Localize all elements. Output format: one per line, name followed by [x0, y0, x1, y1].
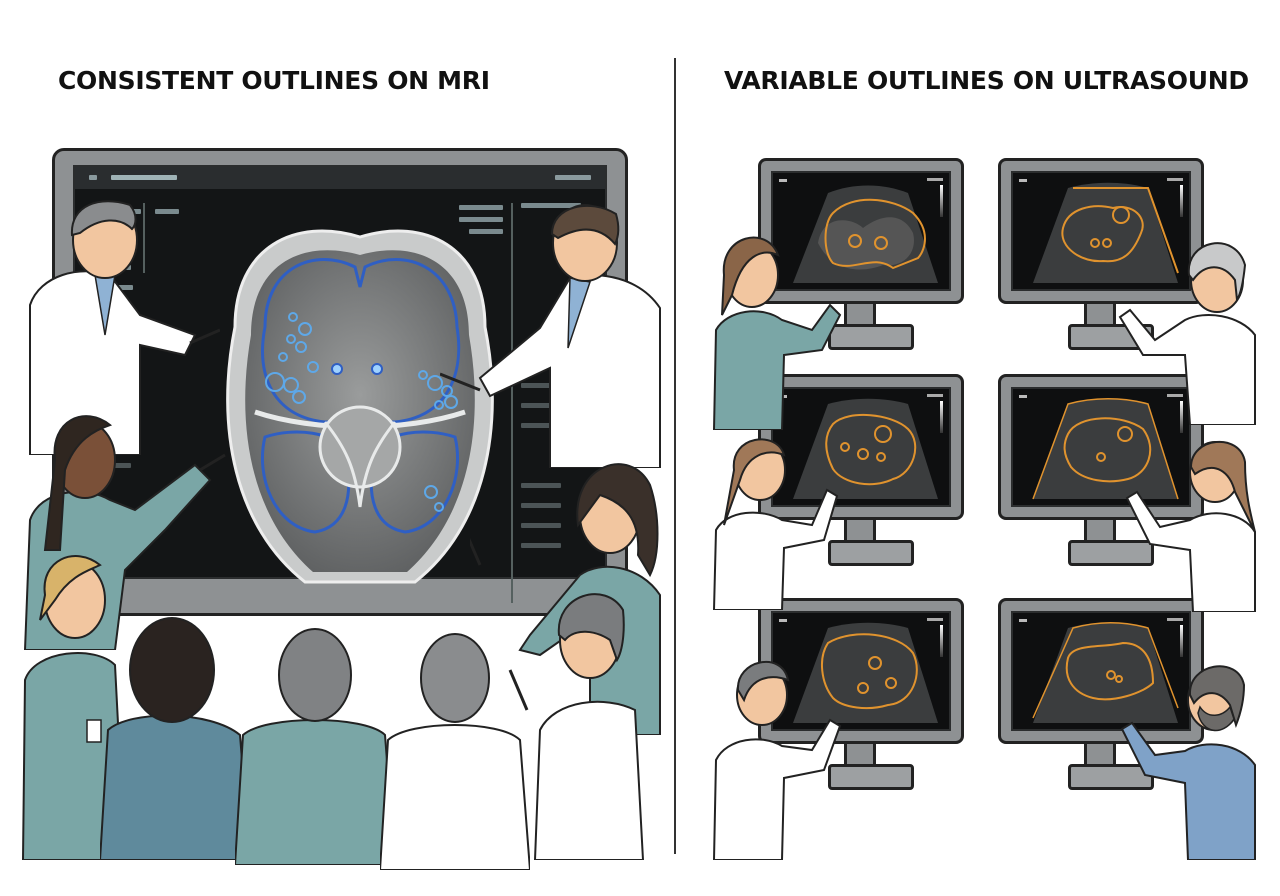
fetal-scan-image — [1032, 622, 1179, 723]
ultrasound-screen — [1011, 171, 1191, 291]
doctor-bearded-figure — [1120, 665, 1256, 860]
sonographer-1-figure — [712, 236, 842, 430]
fetal-scan-image — [793, 185, 938, 283]
ultrasound-screen — [771, 171, 951, 291]
observer-back-3-figure — [380, 633, 530, 870]
doctor-gray-hair-figure — [508, 593, 645, 860]
mri-toolbar — [75, 167, 605, 189]
doctor-elderly-figure — [1118, 242, 1256, 425]
sonographer-2-figure — [712, 438, 839, 610]
ultrasound-control-panel — [828, 764, 914, 790]
fetal-scan-image — [1032, 398, 1179, 500]
mri-scan-image — [226, 229, 494, 584]
ultrasound-screen — [1011, 611, 1191, 731]
nurse-blonde-figure — [21, 555, 127, 860]
ultrasound-monitor-2 — [998, 158, 1204, 350]
ultrasound-control-panel — [1068, 764, 1154, 790]
panel-title-left: CONSISTENT OUTLINES ON MRI — [58, 66, 490, 95]
doctor-male-figure — [712, 661, 842, 860]
sonographer-3-figure — [1125, 440, 1256, 612]
ultrasound-monitor-6 — [998, 598, 1204, 790]
ultrasound-monitor-5 — [758, 598, 964, 790]
ultrasound-screen — [771, 387, 951, 507]
ultrasound-screen — [771, 611, 951, 731]
panel-title-right: VARIABLE OUTLINES ON ULTRASOUND — [724, 66, 1249, 95]
fetal-scan-image — [793, 622, 938, 723]
ultrasound-screen — [1011, 387, 1191, 507]
ultrasound-control-panel — [828, 540, 914, 566]
observer-back-1-figure — [100, 617, 250, 860]
ultrasound-monitor-1 — [758, 158, 964, 350]
panel-divider — [674, 58, 676, 854]
ultrasound-monitor-3 — [758, 374, 964, 566]
ultrasound-monitor-4 — [998, 374, 1204, 566]
fetal-scan-image — [793, 398, 938, 499]
observer-back-2-figure — [235, 628, 395, 865]
fetal-scan-image — [1033, 182, 1179, 283]
doctor-left-figure — [29, 200, 220, 455]
ultrasound-control-panel — [1068, 540, 1154, 566]
doctor-right-figure — [440, 204, 661, 468]
